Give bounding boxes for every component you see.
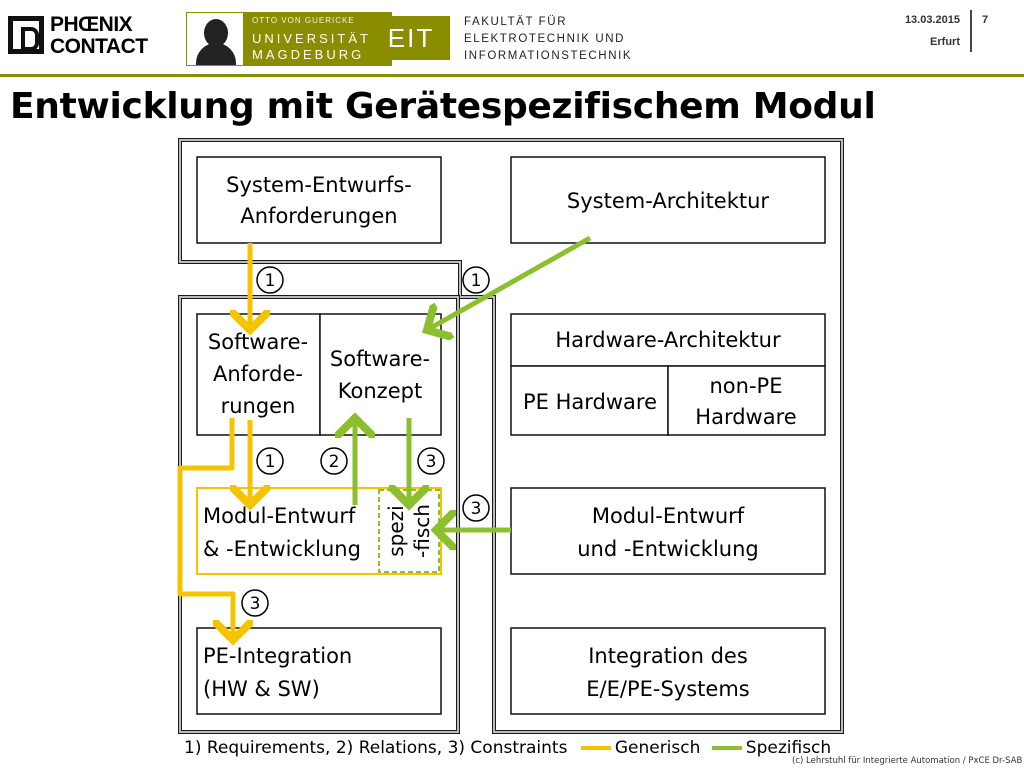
module-design-right-label-1: Modul-Entwurf xyxy=(592,504,745,528)
page-number: 7 xyxy=(982,14,989,26)
brand-line-1: PHŒNIX xyxy=(50,13,133,36)
marker-2: 2 xyxy=(320,447,348,475)
svg-text:1: 1 xyxy=(265,452,276,472)
slide-place: Erfurt xyxy=(930,36,960,48)
non-pe-hardware-label-2: Hardware xyxy=(695,405,796,429)
specific-label-1: spezi xyxy=(384,505,408,556)
legend-generic-swatch xyxy=(580,746,611,750)
non-pe-hardware-box xyxy=(667,365,826,436)
phoenix-logo-mark-icon xyxy=(8,16,44,54)
header-rule xyxy=(0,74,1024,77)
marker-1-c: 1 xyxy=(256,447,284,475)
svg-text:1: 1 xyxy=(471,271,482,291)
marker-1-a: 1 xyxy=(256,266,284,294)
faculty-line-1: FAKULTÄT FÜR xyxy=(464,16,568,28)
marker-3-b: 3 xyxy=(462,494,490,522)
legend: 1) Requirements, 2) Relations, 3) Constr… xyxy=(184,738,831,758)
svg-text:2: 2 xyxy=(329,452,340,472)
marker-3-a: 3 xyxy=(417,447,445,475)
specific-label-2: -fisch xyxy=(410,504,434,558)
marker-1-b: 1 xyxy=(462,266,490,294)
marker-3-c: 3 xyxy=(241,589,269,617)
module-design-right-label-2: und -Entwicklung xyxy=(577,537,759,561)
svg-text:3: 3 xyxy=(426,452,437,472)
system-integration-box xyxy=(510,627,826,715)
faculty-name: FAKULTÄT FÜR ELEKTROTECHNIK UND INFORMAT… xyxy=(464,14,632,65)
software-requirements-label-2: Anforde- xyxy=(213,362,303,386)
faculty-line-2: ELEKTROTECHNIK UND xyxy=(464,33,626,45)
legend-specific-swatch xyxy=(711,746,742,750)
header-divider xyxy=(970,10,972,52)
hardware-architecture-label: Hardware-Architektur xyxy=(555,328,781,352)
legend-generic-label: Generisch xyxy=(614,738,701,758)
university-logo: OTTO VON GUERICKE UNIVERSITÄT MAGDEBURG xyxy=(186,12,392,66)
faculty-line-3: INFORMATIONSTECHNIK xyxy=(464,50,633,62)
module-design-right-box xyxy=(510,487,826,575)
svg-text:1: 1 xyxy=(265,271,276,291)
pe-hardware-label: PE Hardware xyxy=(523,390,657,414)
legend-specific-label: Spezifisch xyxy=(745,738,832,758)
system-integration-label-1: Integration des xyxy=(588,644,748,668)
arrow-specific-sysarch-to-swconcept xyxy=(427,235,592,330)
slide-date: 13.03.2015 xyxy=(904,14,960,26)
svg-text:3: 3 xyxy=(471,499,482,519)
pe-integration-box xyxy=(196,627,442,715)
software-concept-box xyxy=(319,313,442,436)
module-design-left-label-2: & -Entwicklung xyxy=(203,537,361,561)
pe-integration-label-2: (HW & SW) xyxy=(203,677,320,701)
copyright: (c) Lehrstuhl für Integrierte Automation… xyxy=(792,756,1023,766)
svg-text:3: 3 xyxy=(250,594,261,614)
system-integration-label-2: E/E/PE-Systems xyxy=(586,677,749,701)
legend-relations: 1) Requirements, 2) Relations, 3) Constr… xyxy=(184,738,568,758)
university-line-1: UNIVERSITÄT xyxy=(252,31,371,46)
page-title: Entwicklung mit Gerätespezifischem Modul xyxy=(10,86,876,127)
university-line-2: MAGDEBURG xyxy=(252,47,365,62)
brand-line-2: CONTACT xyxy=(50,35,148,58)
system-architecture-box xyxy=(510,156,826,244)
software-requirements-label-3: rungen xyxy=(221,394,296,418)
hardware-architecture-box xyxy=(510,313,826,367)
phoenix-contact-logo: PHŒNIX CONTACT xyxy=(8,14,176,60)
guericke-portrait-icon xyxy=(186,12,244,66)
arrow-generic-swreq-to-peint xyxy=(177,418,233,640)
software-concept-label-2: Konzept xyxy=(338,379,422,403)
university-small-text: OTTO VON GUERICKE xyxy=(252,16,355,25)
system-requirements-label-2: Anforderungen xyxy=(240,204,397,228)
system-requirements-box xyxy=(196,156,442,244)
module-design-left-label-1: Modul-Entwurf xyxy=(203,504,356,528)
software-concept-label-1: Software- xyxy=(330,347,430,371)
system-architecture-label: System-Architektur xyxy=(567,189,770,213)
non-pe-hardware-label-1: non-PE xyxy=(710,374,783,398)
eit-logo: EIT xyxy=(372,16,450,60)
pe-integration-label-1: PE-Integration xyxy=(203,644,352,668)
markers: 1 1 1 2 3 3 3 xyxy=(241,266,490,617)
system-requirements-label-1: System-Entwurfs- xyxy=(226,173,412,197)
software-requirements-label-1: Software- xyxy=(208,330,308,354)
